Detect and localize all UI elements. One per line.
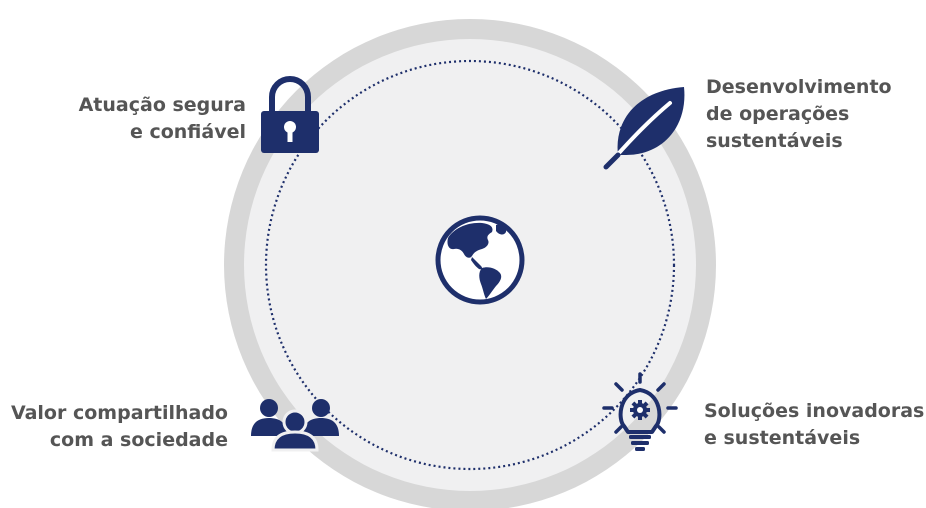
pillar-label-line: e confiável (129, 121, 246, 143)
pillar-label-sustainable-operations: Desenvolvimento de operações sustentávei… (706, 74, 892, 155)
pillar-label-line: de operações (706, 103, 850, 125)
globe-icon (435, 215, 525, 305)
people-group-icon (251, 399, 339, 452)
pillar-label-secure-operation: Atuação segura e confiável (50, 92, 246, 146)
pillar-label-line: Atuação segura (78, 94, 246, 116)
pillar-label-line: sustentáveis (706, 130, 843, 152)
pillar-label-line: e sustentáveis (704, 427, 861, 449)
pillar-label-line: Soluções inovadoras (704, 400, 925, 422)
pillar-label-line: com a sociedade (49, 429, 228, 451)
leaf-icon (603, 87, 685, 170)
pillar-label-line: Valor compartilhado (10, 402, 228, 424)
lightbulb-gear-icon (602, 372, 678, 451)
pillar-label-line: Desenvolvimento (706, 76, 892, 98)
padlock-icon (261, 76, 319, 153)
pillar-label-innovative-solutions: Soluções inovadoras e sustentáveis (704, 398, 924, 452)
pillar-label-shared-value: Valor compartilhado com a sociedade (10, 400, 228, 454)
dotted-ring (264, 59, 676, 471)
